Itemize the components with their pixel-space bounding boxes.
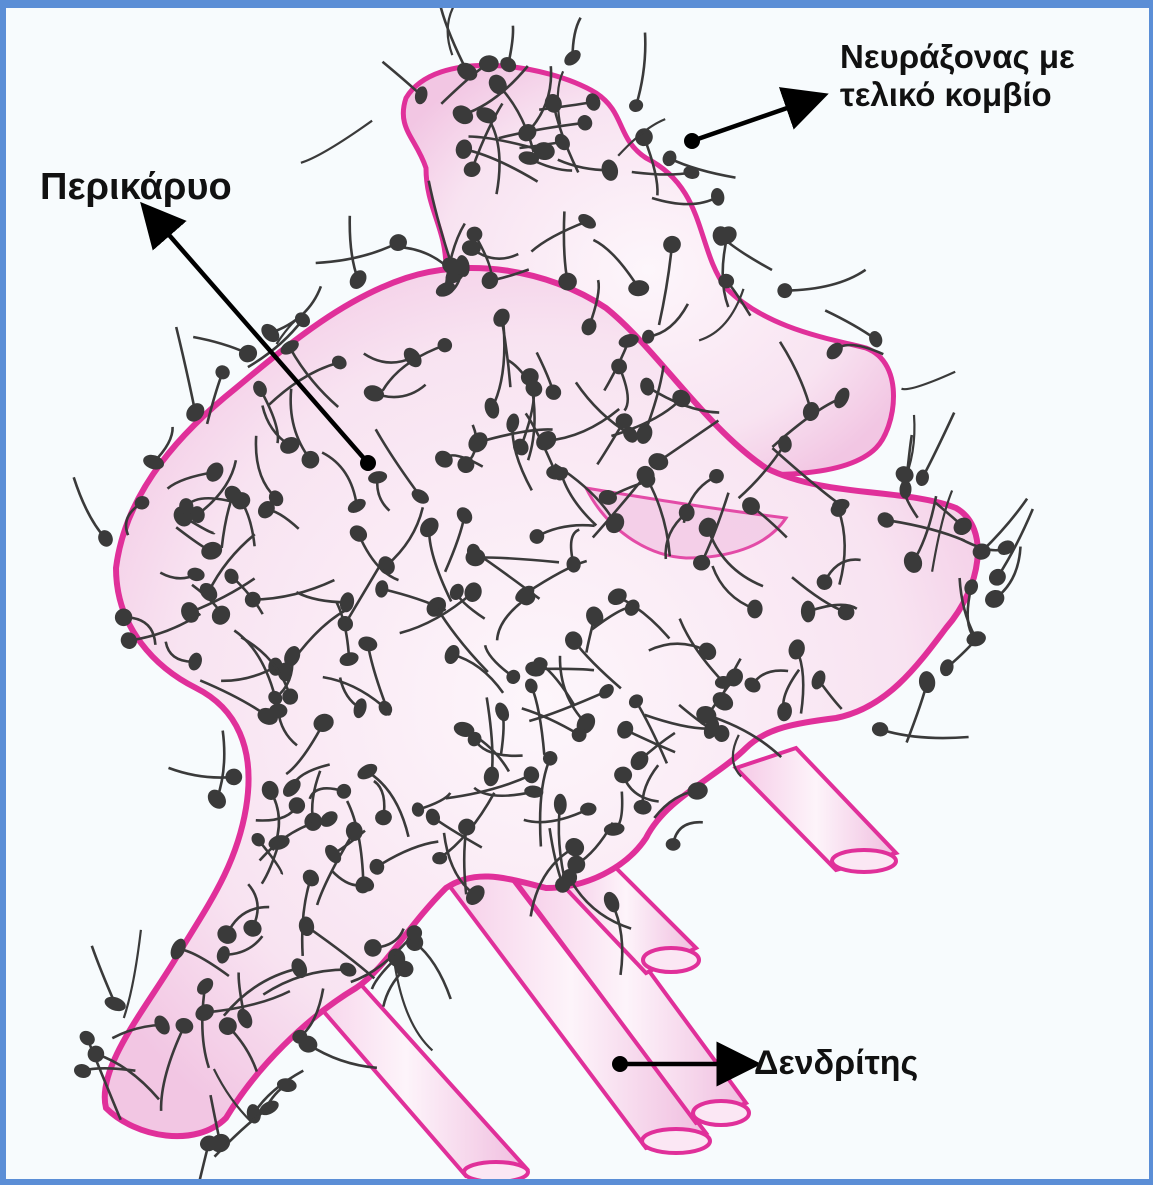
synaptic-bouton <box>387 232 409 254</box>
nerve-fibre <box>176 327 195 412</box>
nerve-fibre <box>922 413 954 478</box>
synaptic-bouton <box>346 267 370 292</box>
synaptic-bouton <box>665 838 680 851</box>
synaptic-bouton <box>86 1044 107 1065</box>
axon-label-line1: Νευράξονας με <box>840 38 1075 76</box>
synaptic-bouton <box>682 164 701 181</box>
nerve-fibre <box>785 270 866 291</box>
synaptic-bouton <box>204 786 230 812</box>
synaptic-bouton <box>77 1028 98 1049</box>
nerve-fibre <box>217 731 224 800</box>
synaptic-bouton <box>867 329 884 349</box>
synaptic-bouton <box>213 362 233 382</box>
nerve-fibre <box>92 946 115 1004</box>
synaptic-bouton <box>628 98 645 114</box>
synaptic-bouton <box>775 281 795 301</box>
synaptic-bouton <box>965 629 987 648</box>
nerve-fibre <box>415 942 451 999</box>
synaptic-bouton <box>72 1062 92 1080</box>
nerve-fibre <box>636 33 645 106</box>
nerve-fibre <box>902 372 956 389</box>
nerve-fibre <box>124 930 141 1018</box>
nerve-fibre <box>383 62 422 96</box>
dendrite-label: Δενδρίτης <box>754 1044 918 1083</box>
nerve-fibre <box>825 310 876 339</box>
nerve-fibre <box>350 216 358 280</box>
synaptic-bouton <box>871 721 890 738</box>
nerve-fibre <box>301 121 372 163</box>
synaptic-bouton <box>986 565 1010 589</box>
axon-arrow <box>684 98 816 149</box>
synaptic-bouton <box>225 768 243 786</box>
axon-label: Νευράξονας με τελικό κομβίο <box>840 38 1075 114</box>
synaptic-bouton <box>103 994 128 1014</box>
synaptic-bouton <box>915 468 931 487</box>
nerve-fibre <box>316 243 399 263</box>
synaptic-bouton <box>938 658 955 678</box>
synaptic-bouton <box>660 148 678 168</box>
synaptic-bouton <box>918 670 937 694</box>
nerve-fibre <box>74 477 106 538</box>
synaptic-bouton <box>710 187 726 207</box>
perikaryon-label: Περικάρυο <box>40 166 232 210</box>
axon-label-line2: τελικό κομβίο <box>840 76 1075 114</box>
nerve-fibre <box>438 8 468 72</box>
nerve-fibre <box>880 729 969 738</box>
nerve-fibre <box>721 236 772 270</box>
dendrite-5 <box>736 748 896 872</box>
